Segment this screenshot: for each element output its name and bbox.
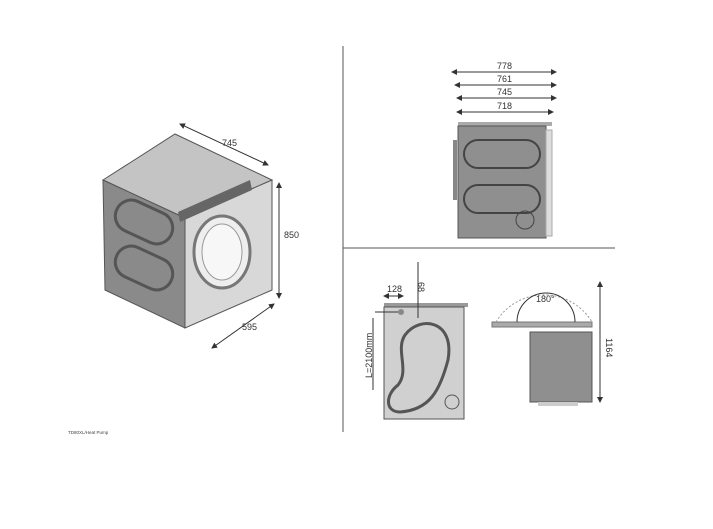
height-label: 850	[284, 230, 299, 240]
isometric-dryer	[101, 123, 282, 349]
connector-offset-label: 128	[387, 284, 402, 294]
top-offset-label: 68	[416, 282, 426, 292]
dim-745: 745	[497, 87, 512, 97]
dim-718: 718	[497, 101, 512, 111]
door-open-view	[491, 281, 603, 406]
dim-778: 778	[497, 61, 512, 71]
rear-view-dryer	[372, 262, 468, 420]
door-angle-label: 180°	[536, 294, 555, 304]
hose-length-label: L=2100mm	[364, 333, 374, 378]
model-footer: TD80XL/Heat Pump	[68, 430, 109, 435]
width-label: 745	[222, 138, 237, 148]
dim-761: 761	[497, 74, 512, 84]
depth-label: 595	[242, 322, 257, 332]
door-height-label: 1164	[604, 338, 614, 357]
side-view-dryer	[451, 69, 557, 239]
